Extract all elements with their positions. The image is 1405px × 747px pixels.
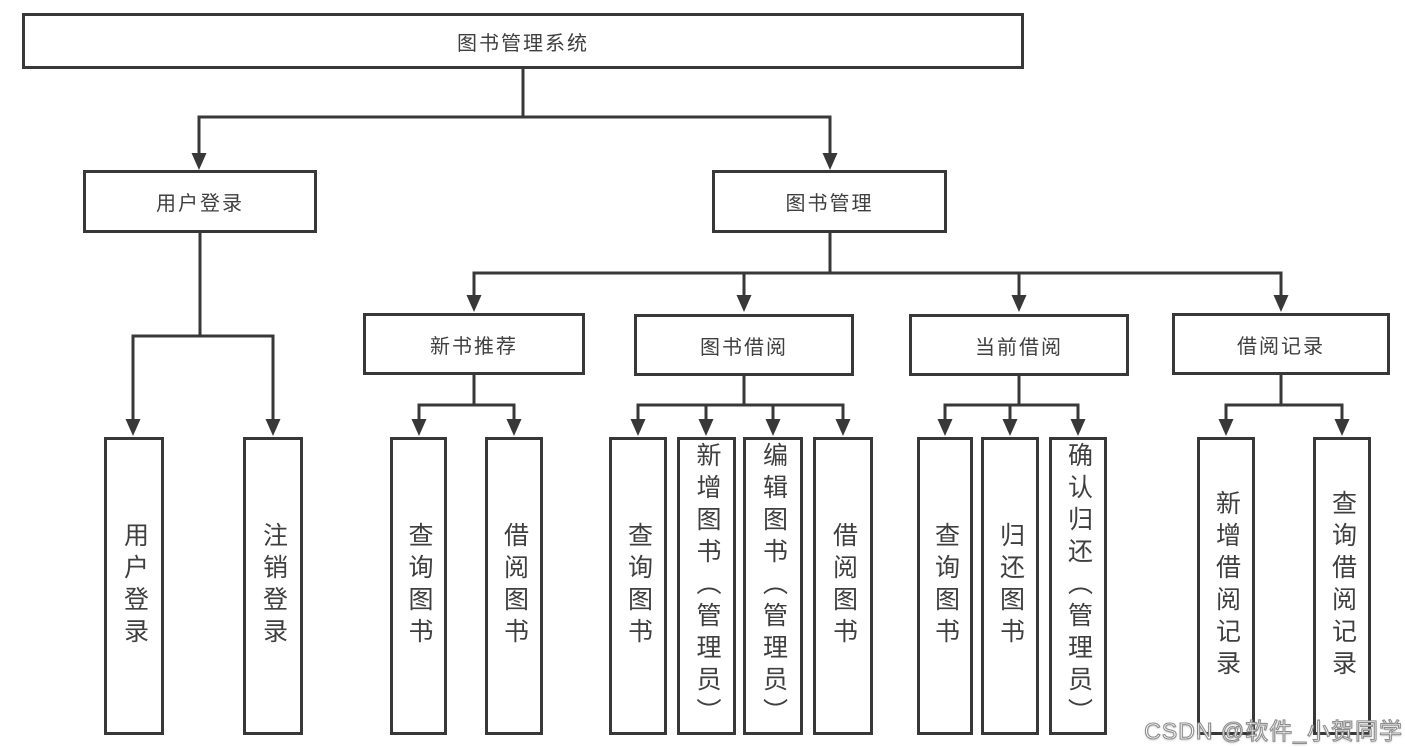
node-label: 新增借阅记录 [1212,490,1241,682]
node-label: 图书借阅 [700,336,788,359]
connector-arrowhead [1011,295,1027,312]
csdn-watermark: CSDN @软件_小贺同学 [1144,717,1403,744]
connector-arrowhead [191,153,207,170]
node-label: 新增图书（管理员） [693,442,721,730]
node-leaf-user-login: 用户登录 [104,437,164,735]
node-leaf-edit-book-admin: 编辑图书（管理员） [743,437,803,735]
node-label: 查询借阅记录 [1328,490,1357,682]
node-label: 查询图书 [931,522,960,650]
node-leaf-borrow-books-borrow: 借阅图书 [813,437,873,735]
node-current-borrow: 当前借阅 [909,314,1129,376]
node-label: 借阅记录 [1237,335,1325,358]
connector-arrowhead [736,295,752,312]
connector-arrowhead [822,153,838,170]
node-label: 归还图书 [996,522,1025,650]
node-leaf-confirm-return-admin: 确认归还（管理员） [1049,437,1107,735]
connector-arrowhead [411,419,427,436]
node-label: 新书推荐 [430,335,518,358]
connector-arrowhead [1273,295,1289,312]
node-label: 编辑图书（管理员） [759,442,788,730]
connector-arrowhead [1334,419,1350,436]
node-label: 用户登录 [156,193,244,215]
connector-arrowhead [630,419,646,436]
node-label: 查询图书 [624,522,653,650]
connector-arrowhead [698,419,714,436]
connector-arrowhead [765,419,781,436]
node-leaf-query-books-recommend: 查询图书 [390,437,447,735]
node-label: 图书管理 [785,193,874,215]
connector-arrowhead [835,419,851,436]
node-label: 用户登录 [120,522,149,650]
node-leaf-add-borrow-record: 新增借阅记录 [1197,437,1255,735]
connector-arrowhead [1002,419,1018,436]
node-label: 图书管理系统 [457,32,589,55]
connector-arrowhead [125,419,141,436]
node-label: 注销登录 [259,522,288,650]
node-user-login: 用户登录 [83,170,317,233]
connector-arrowhead [506,419,522,436]
node-book-management: 图书管理 [712,170,947,233]
node-borrow-records: 借阅记录 [1172,313,1390,375]
node-new-book-recommend: 新书推荐 [363,313,585,375]
node-book-borrow: 图书借阅 [634,314,854,376]
node-leaf-logout: 注销登录 [243,437,303,735]
node-leaf-query-borrow-record: 查询借阅记录 [1313,437,1371,735]
node-leaf-query-books-borrow: 查询图书 [609,437,667,735]
node-label: 借阅图书 [829,522,858,650]
node-label: 当前借阅 [975,336,1063,359]
connector-arrowhead [265,419,281,436]
node-library-system: 图书管理系统 [22,13,1024,69]
node-label: 确认归还（管理员） [1064,442,1093,730]
node-leaf-return-book: 归还图书 [981,437,1039,735]
connector-arrowhead [937,419,953,436]
node-leaf-borrow-books-recommend: 借阅图书 [485,437,543,735]
connector-arrowhead [1070,419,1086,436]
connector-arrowhead [1218,419,1234,436]
node-label: 借阅图书 [500,522,529,650]
node-label: 查询图书 [405,522,433,650]
node-leaf-add-book-admin: 新增图书（管理员） [677,437,736,735]
node-leaf-query-books-current: 查询图书 [917,437,973,735]
connector-arrowhead [466,295,482,312]
